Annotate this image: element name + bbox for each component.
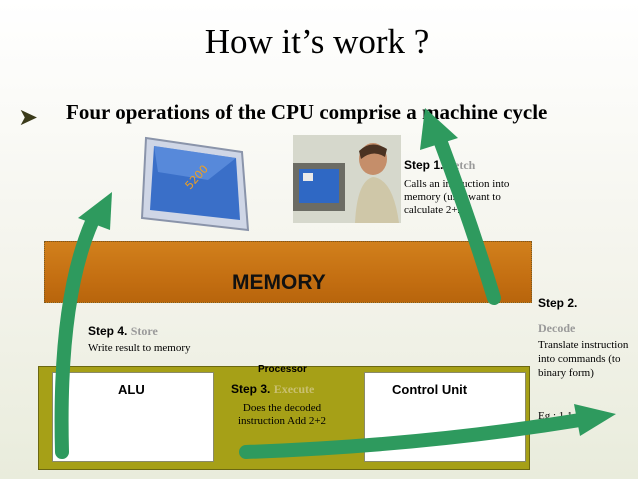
alu-label: ALU	[118, 382, 145, 397]
monitor-icon: 5200	[140, 136, 250, 232]
fetch-arrowhead-icon	[420, 108, 458, 150]
control-unit-label: Control Unit	[392, 382, 468, 397]
memory-label: MEMORY	[232, 271, 326, 294]
step4-name: Store	[130, 324, 158, 338]
step3-name: Execute	[273, 382, 315, 396]
decode-arrow	[239, 413, 587, 459]
step4-title: Step 4. Store	[88, 324, 158, 339]
store-arrowhead-icon	[78, 192, 112, 230]
step4-description: Write result to memory	[88, 342, 191, 354]
store-arrow	[54, 215, 99, 459]
step3-description: Does the decoded instruction Add 2+2	[237, 402, 327, 427]
bullet-arrow-icon: ➤	[18, 105, 39, 131]
step2-description: Translate instruction into commands (to …	[538, 339, 629, 379]
step2-label: Step 2.	[538, 296, 578, 310]
slide-title: How it’s work ?	[204, 22, 430, 61]
step4-label: Step 4.	[88, 324, 128, 338]
memory-block	[44, 241, 532, 303]
processor-label: Processor	[258, 364, 307, 375]
step1-label: Step 1.	[404, 158, 444, 172]
step2-name: Decode	[538, 321, 576, 335]
slide-subtitle: Four operations of the CPU comprise a ma…	[66, 100, 548, 124]
decode-arrowhead-icon	[574, 404, 616, 436]
alu-box	[52, 372, 214, 462]
person-photo	[293, 135, 401, 223]
fetch-arrow	[433, 133, 501, 305]
step3-label: Step 3.	[231, 382, 271, 396]
step3-title: Step 3. Execute	[231, 382, 314, 397]
